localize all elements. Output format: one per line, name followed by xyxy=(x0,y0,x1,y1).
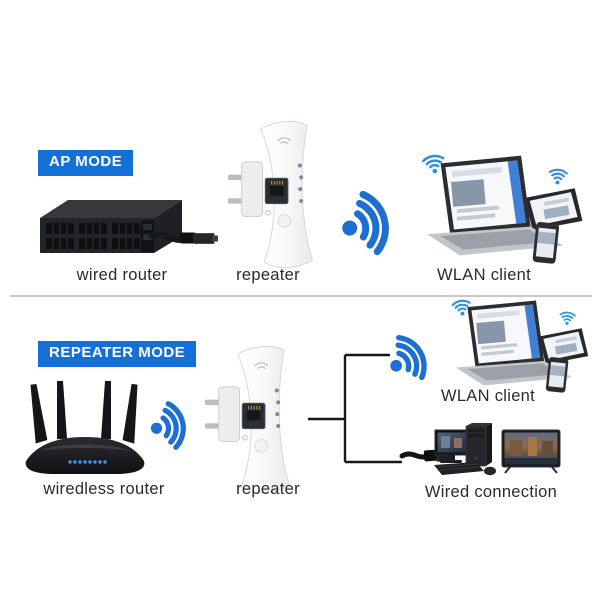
smartphone xyxy=(532,222,560,264)
status-leds xyxy=(274,388,281,428)
wireless-router-label: wiredless router xyxy=(43,480,165,498)
laptop xyxy=(455,300,572,386)
television xyxy=(501,429,561,474)
wifi-signal-icon xyxy=(390,334,427,381)
wifi-fan-icon xyxy=(547,168,569,187)
ethernet-port xyxy=(264,177,289,205)
router-antennas xyxy=(30,380,138,444)
tablet xyxy=(539,328,589,365)
repeater-image xyxy=(205,345,291,494)
ethernet-port xyxy=(241,402,266,430)
connection-branch-lines xyxy=(308,353,402,464)
ethernet-cable xyxy=(149,231,218,244)
wifi-signal-icon xyxy=(150,401,186,450)
wlan-client-image xyxy=(421,153,583,264)
ap-mode-badge: AP MODE xyxy=(38,150,134,176)
status-leds xyxy=(297,163,304,203)
wired-connection-label: Wired connection xyxy=(424,483,558,501)
laptop xyxy=(427,155,564,256)
wired-router-image xyxy=(40,200,218,253)
reset-mark xyxy=(265,210,271,216)
section-divider xyxy=(10,295,592,297)
router-chassis xyxy=(40,200,182,253)
wps-button xyxy=(277,214,292,228)
wlan-client-label: WLAN client xyxy=(436,266,532,284)
repeater-image xyxy=(228,120,314,269)
smartphone xyxy=(545,357,569,393)
wifi-signal-icon xyxy=(342,190,389,256)
plug-block xyxy=(218,386,240,442)
wlan-client-image xyxy=(451,298,589,393)
wifi-fan-icon xyxy=(558,311,577,327)
desktop-tower xyxy=(465,423,492,467)
router-sheen xyxy=(40,444,130,451)
tablet xyxy=(524,188,583,231)
plug-block xyxy=(241,161,263,217)
reset-mark xyxy=(242,435,248,441)
wps-button xyxy=(254,439,269,453)
mouse xyxy=(484,466,496,476)
repeater-logo xyxy=(254,362,269,370)
wireless-router-image xyxy=(25,380,145,474)
wired-connection-image xyxy=(399,423,561,476)
plug-pins xyxy=(205,399,221,429)
repeater-mode-badge: REPEATER MODE xyxy=(38,341,197,367)
router-body xyxy=(25,437,145,474)
plug-pins xyxy=(228,174,244,204)
desktop-monitor xyxy=(434,429,469,463)
wlan-client-label: WLAN client xyxy=(440,387,536,405)
repeater-label: repeater xyxy=(236,266,300,284)
repeater-label: repeater xyxy=(236,480,300,498)
keyboard xyxy=(434,462,484,475)
repeater-logo xyxy=(277,137,292,145)
router-leds xyxy=(68,460,107,464)
wired-router-label: wired router xyxy=(76,266,168,284)
